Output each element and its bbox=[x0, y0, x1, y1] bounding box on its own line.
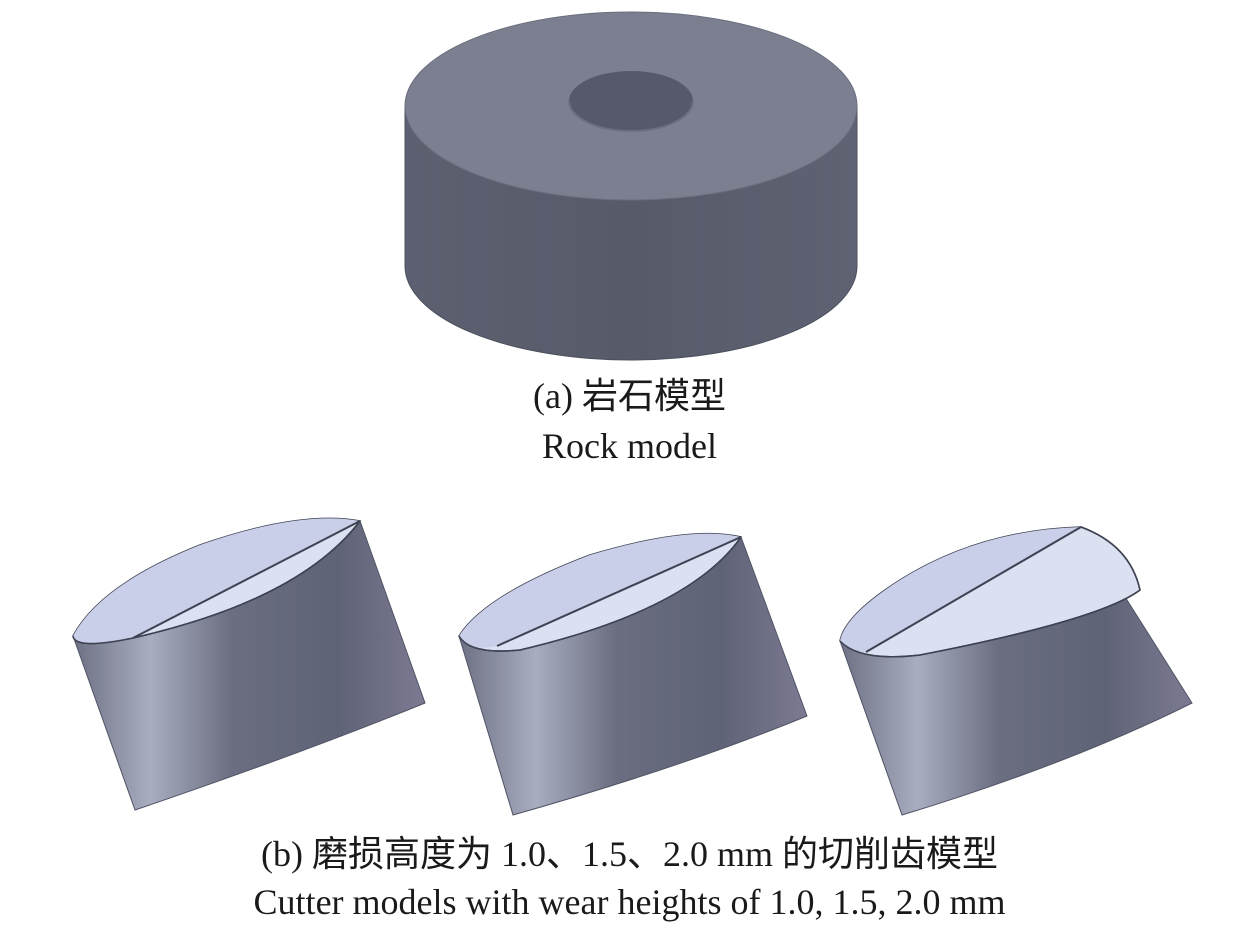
rock-hole-rim bbox=[568, 100, 694, 132]
cutter-2-wear-flat bbox=[459, 533, 741, 648]
cutter-model-3 bbox=[839, 526, 1193, 816]
cutter-model-2 bbox=[458, 532, 808, 816]
cutter-2-wear-edge bbox=[496, 536, 742, 647]
panel-b-caption-zh: (b) 磨损高度为 1.0、1.5、2.0 mm 的切削齿模型 bbox=[261, 834, 998, 874]
panel-a-caption-en: Rock model bbox=[542, 426, 717, 466]
cutter-1-wear-edge bbox=[132, 520, 361, 639]
cutter-1-wear-flat bbox=[73, 518, 360, 644]
cutter-3-wear-edge bbox=[865, 526, 1082, 653]
panel-b-caption-en: Cutter models with wear heights of 1.0, … bbox=[253, 882, 1006, 922]
cutter-3-wear-flat bbox=[840, 527, 1081, 652]
rock-model bbox=[404, 11, 858, 361]
rock-center-hole bbox=[569, 71, 693, 131]
cutter-model-1 bbox=[72, 517, 426, 811]
panel-a-caption-zh: (a) 岩石模型 bbox=[533, 376, 726, 416]
